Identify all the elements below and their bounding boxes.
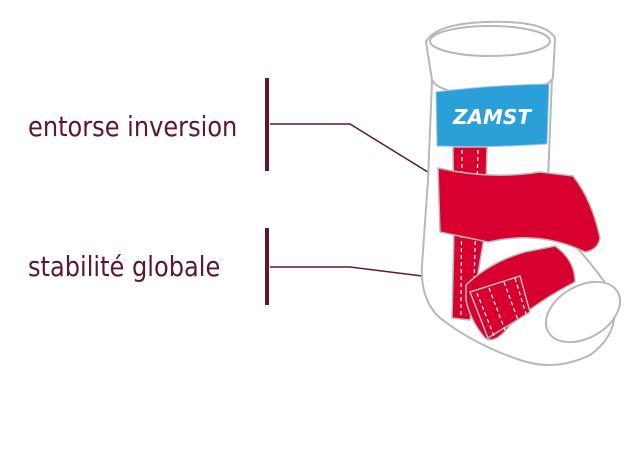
top-cuff-opening bbox=[429, 25, 551, 57]
wrap-strap bbox=[437, 167, 601, 253]
stirrup-stitch-1 bbox=[476, 292, 495, 337]
label-bracket-bar-inversion bbox=[265, 78, 269, 171]
label-bracket-bar-stability bbox=[265, 228, 269, 305]
stirrup-strap-lower bbox=[469, 275, 531, 340]
brand-logo: ZAMST bbox=[452, 105, 532, 129]
foot-opening bbox=[545, 280, 621, 344]
label-entorse-inversion: entorse inversion bbox=[28, 110, 238, 143]
stirrup-stitch-4 bbox=[514, 277, 527, 315]
stirrup-stitch-2 bbox=[488, 287, 506, 331]
label-stabilite-globale: stabilité globale bbox=[28, 250, 221, 283]
leader-line-inversion bbox=[270, 123, 466, 196]
